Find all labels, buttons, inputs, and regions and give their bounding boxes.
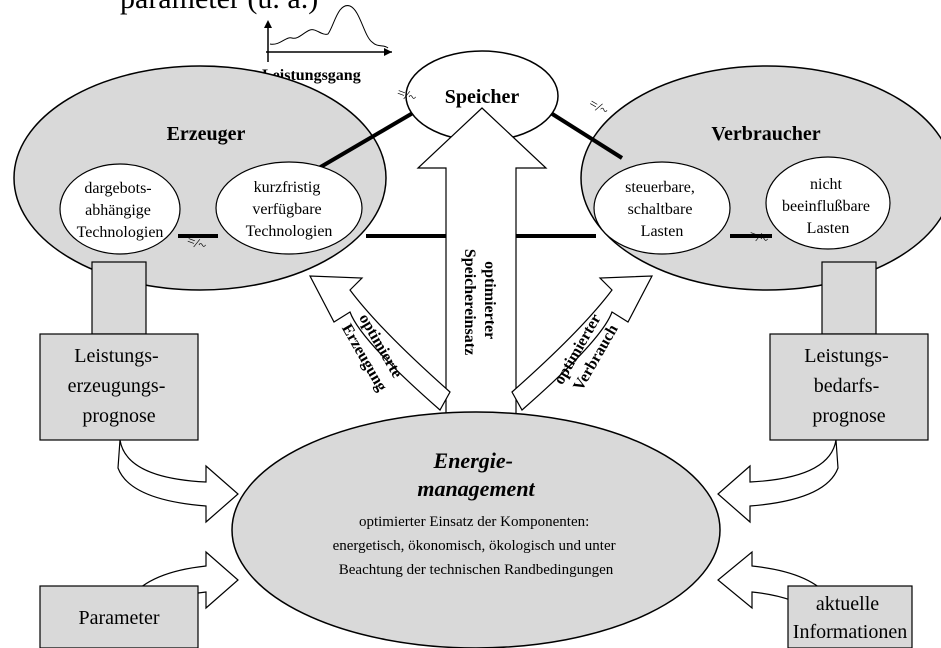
nicht-beeinflussbare-label: nicht beeinflußbare Lasten [782, 176, 874, 237]
steuerbare-ellipse [593, 161, 731, 255]
energie-description: optimierter Einsatz der Komponenten: ene… [333, 514, 620, 578]
acdc-symbol: =/~ [747, 228, 771, 249]
erzeuger-connector [91, 261, 147, 335]
dargebots-ellipse [59, 163, 181, 255]
kurzfristig-ellipse [215, 161, 363, 255]
energie-title: Energie- management [417, 448, 535, 501]
bedarf-prognose-arrow [717, 439, 839, 524]
acdc-symbol: =/~ [185, 234, 209, 255]
verbraucher-title: Verbraucher [711, 123, 820, 145]
steuerbare-label: steuerbare, schaltbare Lasten [625, 179, 699, 240]
top-clipped-text: parameter (u. a.) [120, 0, 318, 15]
erzeugung-prognose-arrow [117, 439, 239, 524]
erzeugung-arrow [308, 275, 451, 411]
parameter-label: Parameter [78, 607, 159, 629]
verbraucher-connector [821, 261, 877, 335]
erzeugung-prognose-box [39, 333, 199, 441]
dargebots-label: dargebots- abhängige Technologien [77, 180, 164, 241]
aktuelle-label: aktuelle Informationen [793, 593, 907, 643]
bedarf-prognose-box [769, 333, 929, 441]
energie-ellipse [231, 411, 721, 648]
acdc-symbol: =/~ [586, 96, 611, 119]
speicher-title: Speicher [445, 86, 520, 108]
erzeugung-prognose-label: Leistungs- erzeugungs- prognose [68, 345, 171, 427]
speichereinsatz-arrow [416, 107, 548, 453]
speichereinsatz-label: optimierter Speichereinsatz [461, 249, 498, 355]
parameter-box [39, 585, 199, 648]
kurzfristig-label: kurzfristig verfügbare Technologien [246, 179, 333, 240]
erzeuger-title: Erzeuger [167, 123, 246, 145]
leistungsgang-chart-icon [264, 5, 392, 62]
aktuelle-box [787, 585, 913, 648]
verbrauch-arrow [511, 275, 654, 411]
nicht-beeinflussbare-ellipse [765, 156, 891, 250]
connection-lines [178, 108, 772, 238]
acdc-symbol: =/~ [395, 86, 419, 107]
bedarf-prognose-label: Leistungs- bedarfs- prognose [804, 345, 893, 427]
